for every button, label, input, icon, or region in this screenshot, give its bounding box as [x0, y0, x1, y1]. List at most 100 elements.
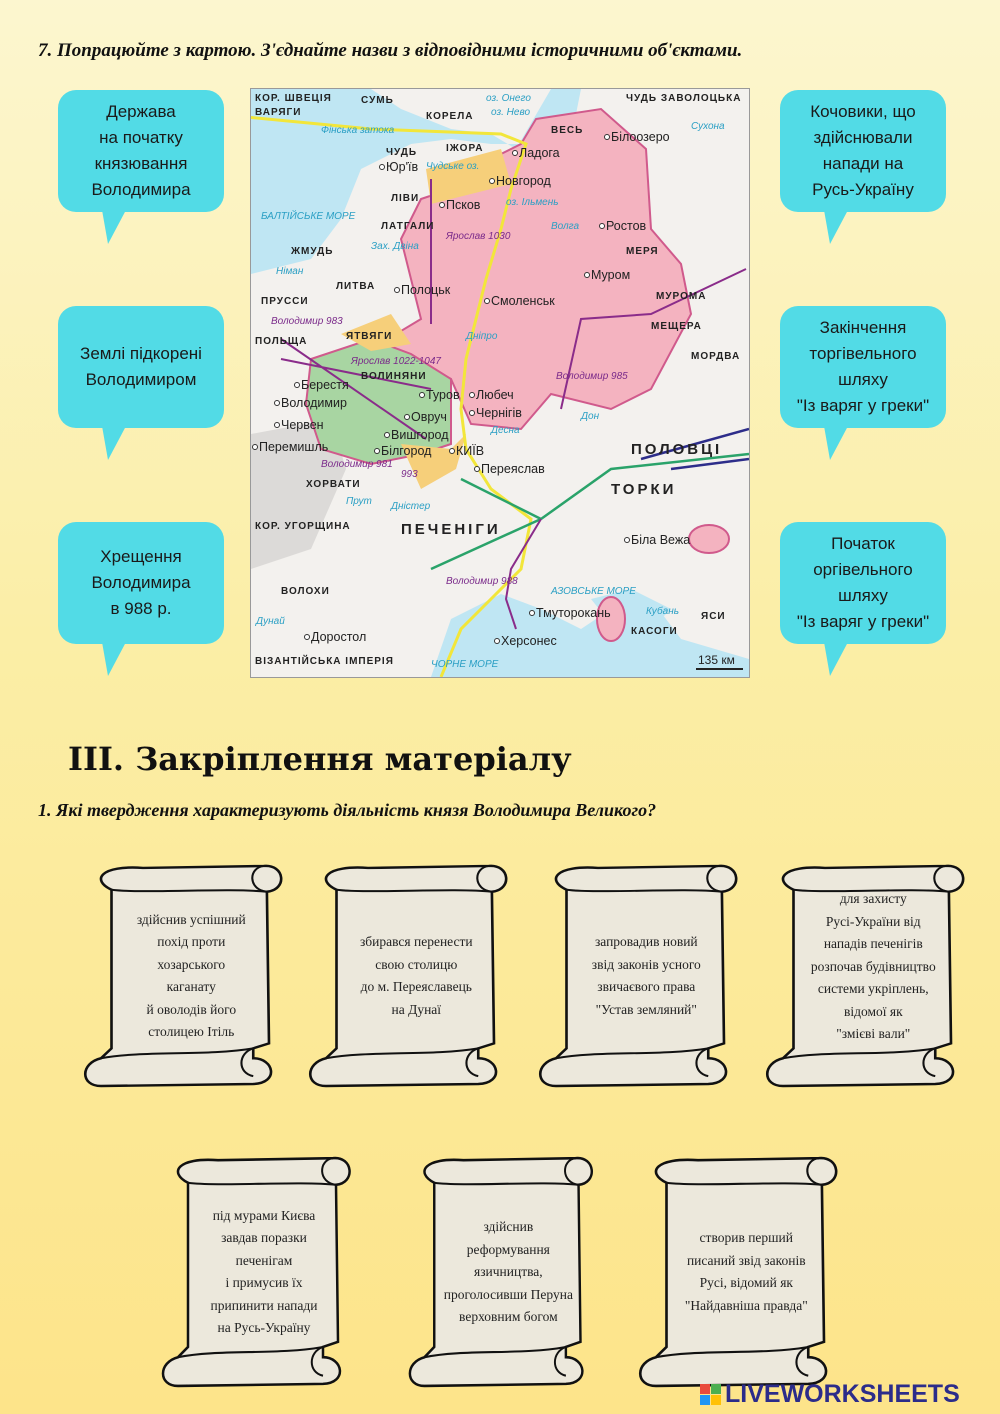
yatvyagy-area [341, 314, 411, 351]
region-label: ІЖОРА [446, 143, 483, 154]
statement-text: для захисту Русі-України від нападів печ… [810, 891, 936, 1042]
city-label: Херсонес [501, 634, 557, 648]
city-label: Червен [281, 418, 324, 432]
region-label: МЕЩЕРА [651, 321, 702, 332]
city-marker [449, 448, 455, 454]
bubble-route-start[interactable]: Початок оргівельного шляху "Із варяг у г… [780, 522, 946, 676]
region-label: ПОЛОВЦІ [631, 441, 722, 458]
water-label: оз. Нево [491, 107, 530, 118]
city-marker [374, 448, 380, 454]
city-marker [404, 414, 410, 420]
statement-scroll[interactable]: для захисту Русі-України від нападів печ… [762, 860, 972, 1088]
campaign-label: Володимир 983 [271, 316, 343, 327]
city-label: Вишгород [391, 428, 449, 442]
city-label: Туров [426, 388, 460, 402]
statement-text: здійснив успішний похід проти хозарськог… [136, 911, 246, 1040]
city-label: Біла Вежа [631, 533, 690, 547]
city-label: Овруч [411, 410, 447, 424]
region-label: МУРОМА [656, 291, 706, 302]
city-label: Смоленськ [491, 294, 555, 308]
region-label: ВОЛОХИ [281, 586, 330, 597]
city-marker [294, 382, 300, 388]
city-label: Володимир [281, 396, 347, 410]
bubble-label: Держава на початку князювання Володимира [91, 102, 191, 199]
scroll-shape [408, 1156, 593, 1388]
water-label: Фінська затока [321, 125, 395, 136]
city-label: КИЇВ [456, 444, 484, 458]
region-label: МОРДВА [691, 351, 740, 362]
bubble-nomads[interactable]: Кочовики, що здійснювали напади на Русь-… [780, 90, 946, 244]
region-label: ПЕЧЕНІГИ [401, 521, 501, 538]
region-label: ВОЛИНЯНИ [361, 371, 427, 382]
statement-text: запровадив новий звід законів усного зви… [591, 934, 701, 1017]
map-scale: 135 км [698, 653, 735, 667]
scroll-shape [766, 864, 965, 1088]
city-marker [599, 223, 605, 229]
bubble-route-end[interactable]: Закінчення торгівельного шляху "Із варяг… [780, 306, 946, 460]
water-label: ЧОРНЕ МОРЕ [431, 659, 499, 670]
statement-scroll[interactable]: здійснив успішний похід проти хозарськог… [80, 860, 290, 1088]
city-label: Чернігів [476, 406, 522, 420]
statement-scroll[interactable]: запровадив новий звід законів усного зви… [535, 860, 745, 1088]
water-label: АЗОВСЬКЕ МОРЕ [550, 586, 636, 597]
city-marker [469, 410, 475, 416]
campaign-label: Володимир 985 [556, 371, 628, 382]
bubble-conquered-lands[interactable]: Землі підкорені Володимиром [58, 306, 224, 460]
city-label: Псков [446, 198, 481, 212]
scroll-shape [639, 1156, 838, 1388]
region-label: ЧУДЬ ЗАВОЛОЦЬКА [626, 93, 741, 104]
campaign-label: Ярослав 1030 [445, 231, 511, 242]
campaign-label: Володимир 988 [446, 576, 518, 587]
region-label: ПРУССИ [261, 296, 309, 307]
region-label: ВАРЯГИ [255, 107, 301, 118]
campaign-985-arrow [560, 268, 747, 410]
bubble-state-start[interactable]: Держава на початку князювання Володимира [58, 90, 224, 244]
tmutorokan-area [596, 596, 626, 642]
scroll-shape [84, 864, 283, 1088]
city-label: Тмуторокань [536, 606, 611, 620]
water-label: Німан [276, 266, 304, 277]
region-label: ТОРКИ [611, 481, 676, 498]
city-marker [379, 164, 385, 170]
scroll-shape [539, 864, 738, 1088]
region-label: ЯТВЯГИ [346, 331, 392, 342]
city-marker [252, 444, 258, 450]
chud-area [426, 149, 511, 204]
bubble-label: Кочовики, що здійснювали напади на Русь-… [810, 102, 916, 199]
city-marker [604, 134, 610, 140]
city-marker [384, 432, 390, 438]
baltic-sea [251, 89, 581, 274]
city-label: Новгород [496, 174, 551, 188]
city-label: Берестя [301, 378, 349, 392]
city-label: Полоцьк [401, 283, 451, 297]
statement-scroll[interactable]: збирався перенести свою столицю до м. Пе… [305, 860, 515, 1088]
region-label: ЛИТВА [336, 281, 375, 292]
region-label: КАСОГИ [631, 626, 678, 637]
city-marker [474, 466, 480, 472]
water-label: Дон [580, 411, 600, 422]
bubble-baptism[interactable]: Хрещення Володимира в 988 р. [58, 522, 224, 676]
city-label: Муром [591, 268, 630, 282]
water-label: оз. Онего [486, 93, 531, 104]
bubble-label: Хрещення Володимира в 988 р. [91, 547, 191, 618]
campaign-label: Ярослав 1022-1047 [350, 356, 441, 367]
city-marker [469, 392, 475, 398]
region-label: ХОРВАТИ [306, 479, 361, 490]
water-label: БАЛТІЙСЬКЕ МОРЕ [261, 209, 356, 222]
bila-vezha-area [688, 524, 730, 554]
region-label: ЧУДЬ [386, 147, 417, 158]
section-heading: ІІІ. Закріплення матеріалу [68, 740, 572, 778]
city-label: Юр'їв [386, 160, 418, 174]
statement-scroll[interactable]: під мурами Києва завдав поразки печеніга… [158, 1152, 358, 1388]
region-label: ЛАТГАЛИ [381, 221, 434, 232]
statement-text: збирався перенести свою столицю до м. Пе… [359, 934, 473, 1017]
trade-route-line [251, 115, 533, 677]
campaign-label: Володимир 981 [321, 459, 393, 470]
task-7-title: 7. Попрацюйте з картою. З'єднайте назви … [38, 40, 743, 61]
city-marker [624, 537, 630, 543]
region-label: ВЕСЬ [551, 125, 583, 136]
statement-scroll[interactable]: здійснив реформування язичництва, прогол… [405, 1152, 600, 1388]
city-marker [419, 392, 425, 398]
statement-scroll[interactable]: створив перший писаний звід законів Русі… [635, 1152, 845, 1388]
